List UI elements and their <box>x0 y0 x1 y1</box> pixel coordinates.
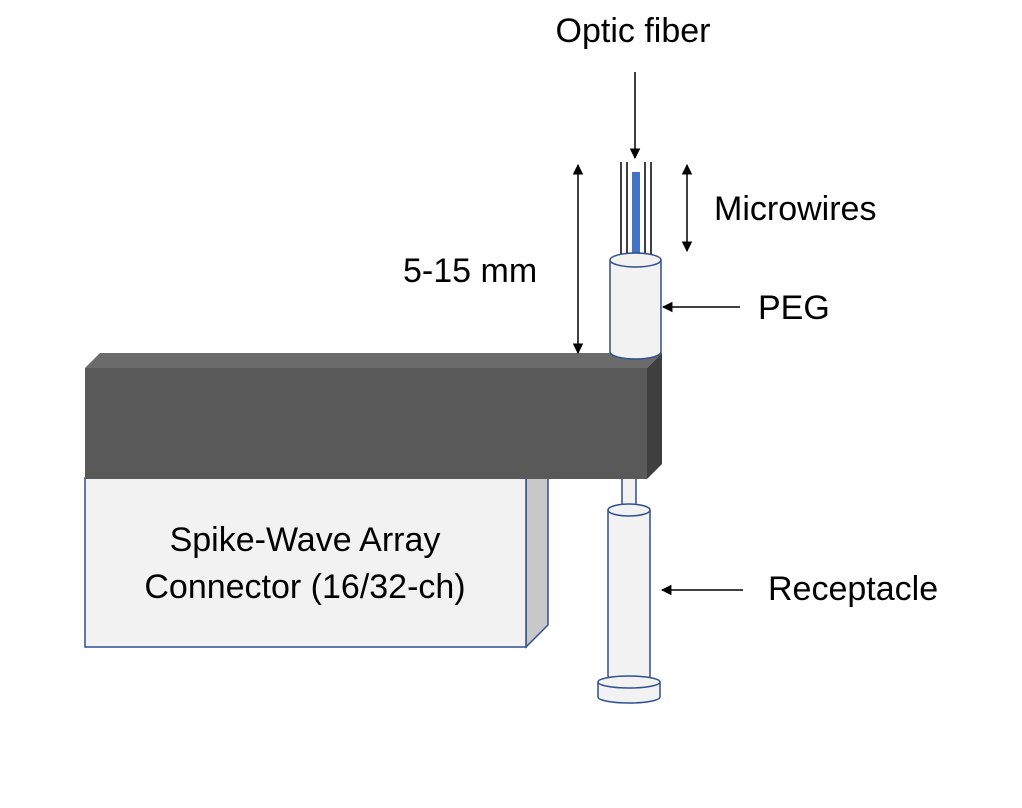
bar-top-face <box>85 353 662 368</box>
connector-side <box>525 477 549 649</box>
peg-body <box>609 260 662 360</box>
peg-label: PEG <box>758 289 830 327</box>
receptacle-body <box>607 510 651 683</box>
connector-label-line1: Spike-Wave Array <box>170 521 441 559</box>
receptacle-body-top <box>607 503 651 517</box>
connector-front <box>84 477 527 648</box>
peg-top <box>609 252 662 268</box>
length-label: 5-15 mm <box>403 252 537 290</box>
receptacle <box>597 475 661 704</box>
receptacle-base-top <box>597 675 661 689</box>
receptacle-neck <box>621 475 637 507</box>
receptacle-label: Receptacle <box>768 570 938 608</box>
microwires-label: Microwires <box>714 190 876 228</box>
connector-block: Spike-Wave Array Connector (16/32-ch) <box>84 477 549 649</box>
bar-front-face <box>85 368 647 479</box>
peg-cylinder <box>609 252 662 360</box>
connector-label-line2: Connector (16/32-ch) <box>144 568 465 606</box>
optic-fiber-label: Optic fiber <box>556 12 711 50</box>
headstage-bar <box>85 353 662 479</box>
optic-fiber <box>632 172 640 257</box>
bar-side-face <box>647 353 662 479</box>
microwire-bundle <box>620 162 652 257</box>
